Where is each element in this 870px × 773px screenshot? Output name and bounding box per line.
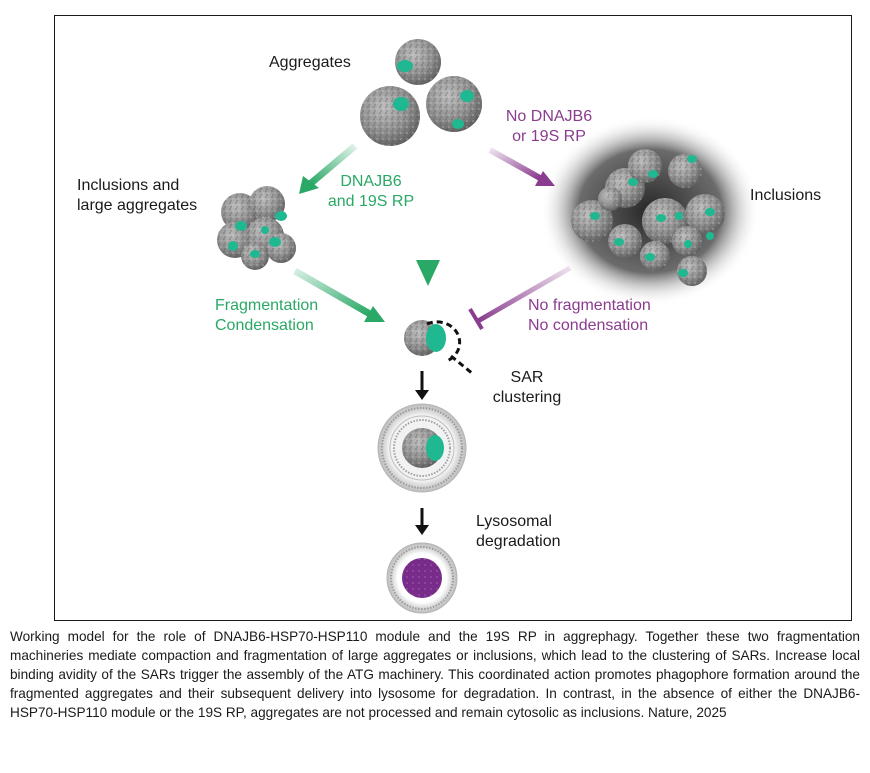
figure-frame: Aggregates Inclusions and large aggregat… [54,15,852,621]
sar-label-line2: clustering [492,389,562,406]
no-dnajb6-label-line2: or 19S RP [512,128,586,145]
green-arrow-down [416,164,440,286]
fragmentation-label-line2: Condensation [215,317,314,334]
green-arrow-right [293,267,385,322]
sar-label-line1: SAR [510,369,544,386]
green-arrow-left [299,143,358,194]
no-fragmentation-label-line2: No condensation [528,317,649,334]
purple-inhibitor [468,265,572,331]
inclusions-large-label-line2: large aggregates [77,197,198,214]
sar-cluster-icon [404,320,474,376]
no-dnajb6-label-line1: No DNAJB6 [505,108,593,125]
black-arrow-1 [415,371,429,400]
large-aggregates-icon [217,186,296,270]
lysosomal-label-line1: Lysosomal [476,513,552,530]
lysosomal-label-line2: degradation [476,533,561,550]
dnajb6-label-line2: and 19S RP [327,193,415,210]
diagram-canvas [217,39,760,614]
dnajb6-label-line1: DNAJB6 [340,173,402,190]
lysosome-icon [386,542,458,614]
phagophore-icon [377,403,467,493]
figure-caption: Working model for the role of DNAJB6-HSP… [10,629,860,720]
aggregates-icon [360,39,482,146]
inclusions-label: Inclusions [750,187,822,204]
black-arrow-2 [415,508,429,535]
no-fragmentation-label-line1: No fragmentation [528,297,651,314]
inclusions-icon [540,116,760,306]
inclusions-large-label-line1: Inclusions and [77,177,180,194]
fragmentation-label-line1: Fragmentation [215,297,319,314]
aggregates-label: Aggregates [269,54,351,71]
purple-arrow-right [488,147,555,186]
